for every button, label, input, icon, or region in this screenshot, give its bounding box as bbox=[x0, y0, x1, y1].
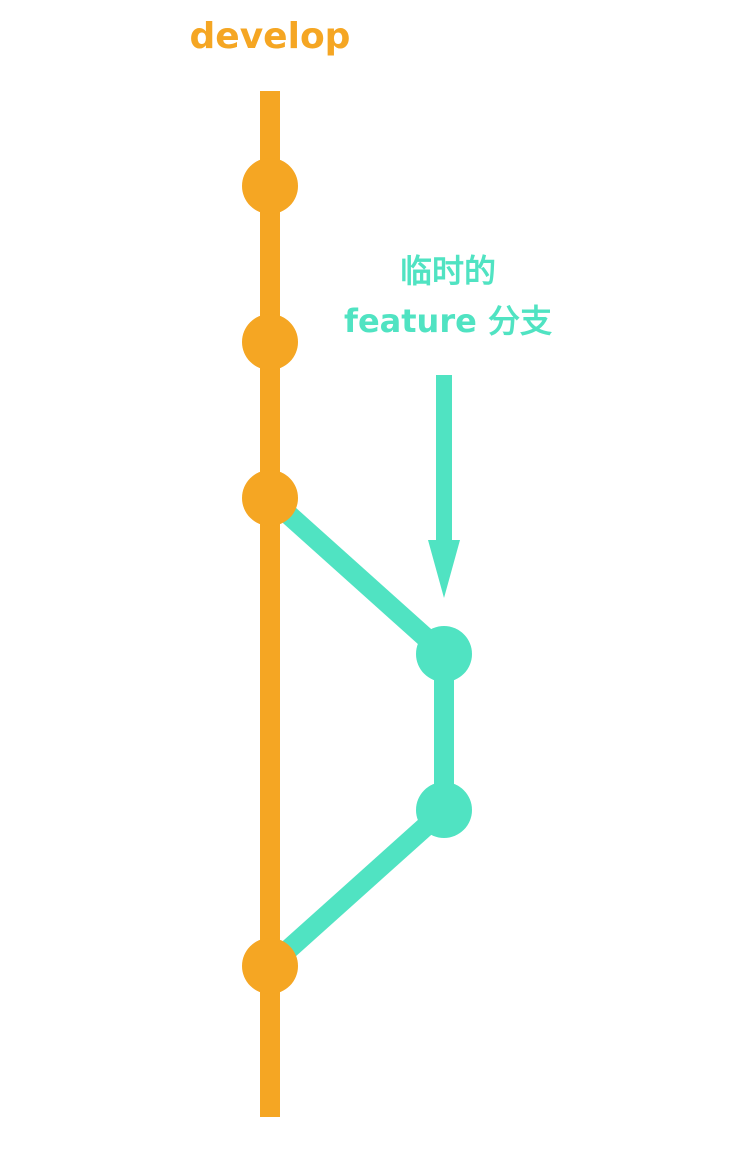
develop-commit-1 bbox=[242, 158, 298, 214]
develop-commits bbox=[242, 158, 298, 994]
arrow-head bbox=[428, 540, 460, 598]
develop-commit-4 bbox=[242, 938, 298, 994]
arrow-down-icon bbox=[428, 375, 460, 598]
feature-commit-2 bbox=[416, 782, 472, 838]
feature-branch-label-line1: 临时的 bbox=[400, 252, 496, 290]
feature-fork-line bbox=[263, 490, 451, 662]
develop-commit-2 bbox=[242, 314, 298, 370]
feature-commit-1 bbox=[416, 626, 472, 682]
feature-commits bbox=[416, 626, 472, 838]
arrow-shaft bbox=[436, 375, 452, 547]
feature-merge-line bbox=[263, 802, 451, 974]
feature-branch-label-line2: feature 分支 bbox=[344, 302, 552, 340]
feature-branch-path bbox=[263, 490, 454, 974]
develop-commit-3 bbox=[242, 470, 298, 526]
develop-branch-label: develop bbox=[190, 16, 351, 57]
